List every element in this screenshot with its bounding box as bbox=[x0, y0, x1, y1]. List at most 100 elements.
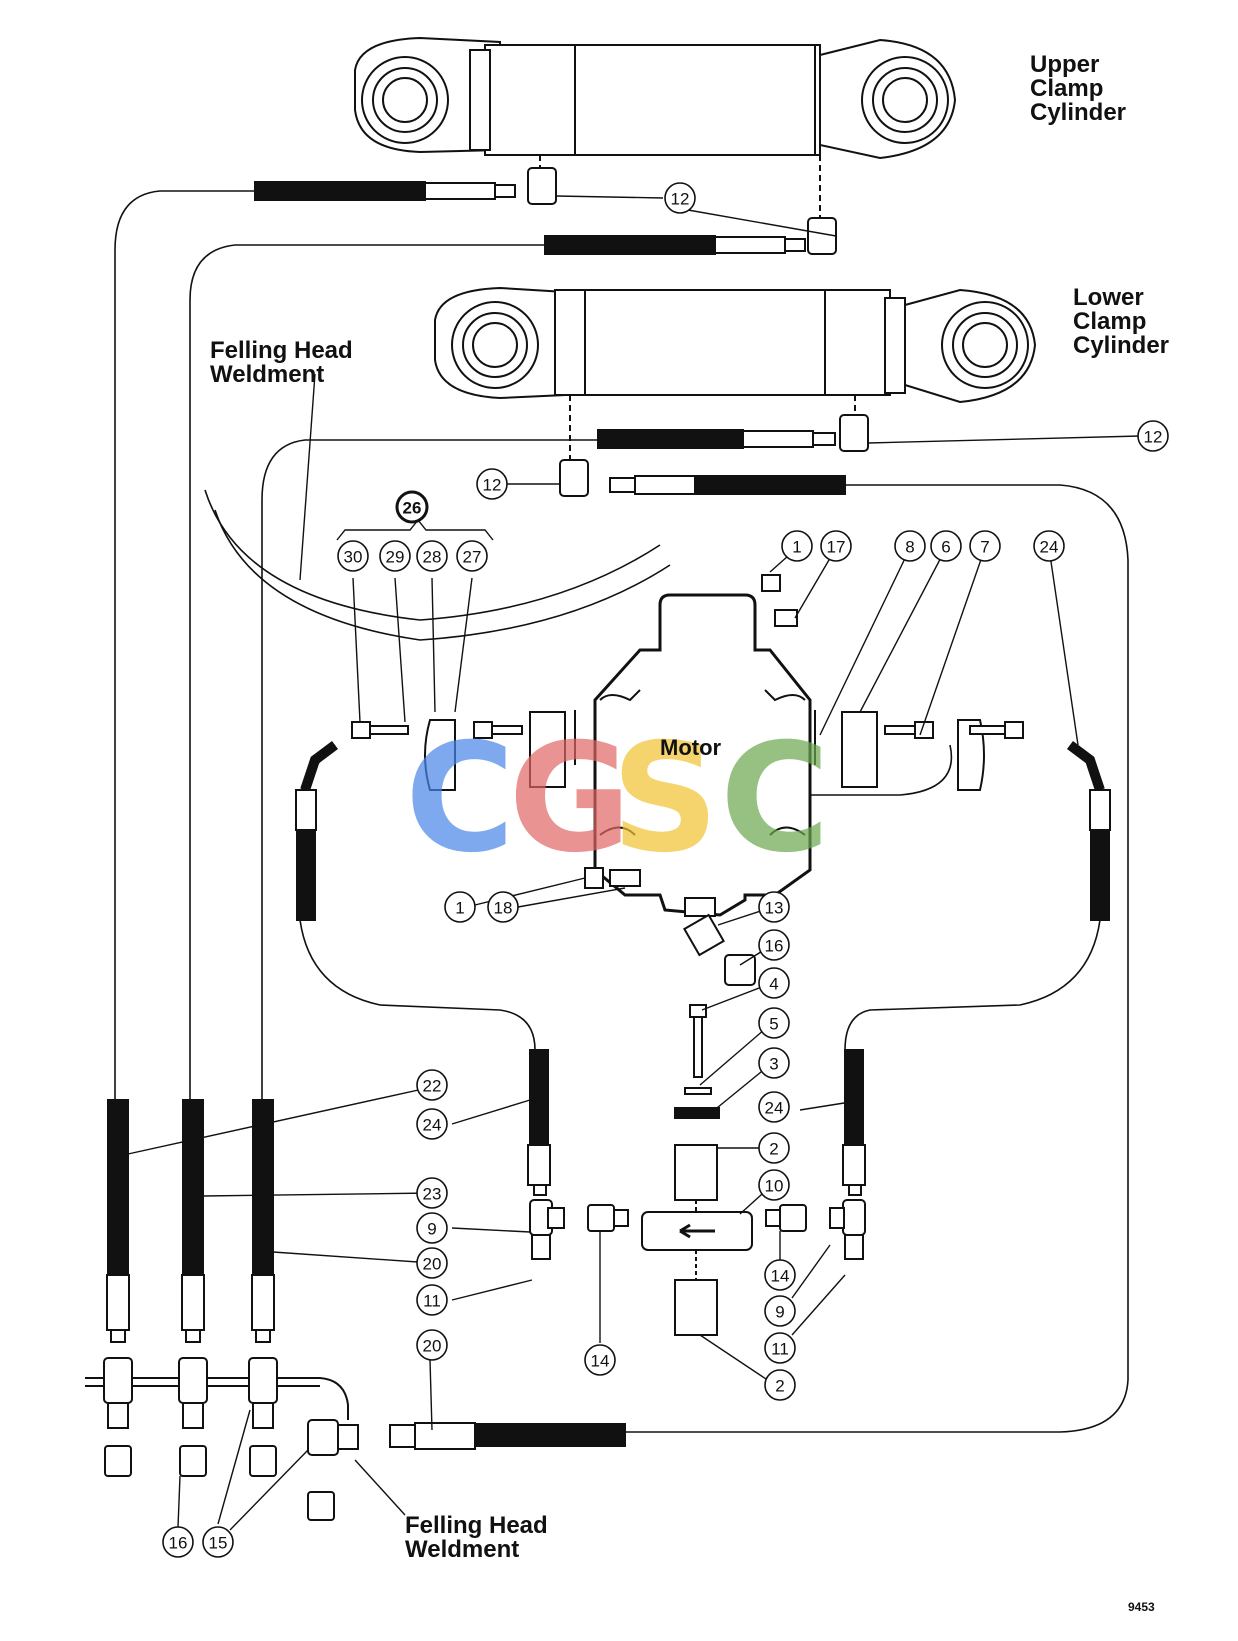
callout-circle bbox=[416, 1284, 448, 1316]
callout-circle bbox=[1033, 530, 1065, 562]
callout-number: 9 bbox=[775, 1303, 784, 1322]
callout-circle bbox=[584, 1344, 616, 1376]
callout-c3: 3 bbox=[758, 1047, 790, 1079]
upper-clamp-label: Upper Clamp Cylinder bbox=[1030, 51, 1126, 126]
upper-cylinder-fittings bbox=[254, 155, 837, 255]
callout-circle bbox=[764, 1369, 796, 1401]
callout-circle bbox=[930, 530, 962, 562]
callout-c11a: 11 bbox=[416, 1284, 448, 1316]
callout-number: 13 bbox=[765, 899, 784, 918]
felling-head-weldment-label-top: Felling Head Weldment bbox=[210, 337, 359, 388]
callout-c12a: 12 bbox=[664, 182, 696, 214]
callout-number: 12 bbox=[483, 476, 502, 495]
callout-c18: 18 bbox=[487, 891, 519, 923]
motor-flanges bbox=[351, 574, 1024, 791]
callout-number: 16 bbox=[765, 937, 784, 956]
callout-c22: 22 bbox=[416, 1069, 448, 1101]
callout-circle bbox=[202, 1526, 234, 1558]
watermark-letter-2: G bbox=[508, 712, 631, 886]
callout-circle bbox=[162, 1526, 194, 1558]
callout-circle bbox=[764, 1295, 796, 1327]
callout-number: 18 bbox=[494, 899, 513, 918]
callout-circle bbox=[758, 891, 790, 923]
callout-circle bbox=[416, 1069, 448, 1101]
callout-c12c: 12 bbox=[476, 468, 508, 500]
callout-c8: 8 bbox=[894, 530, 926, 562]
callout-c5: 5 bbox=[758, 1007, 790, 1039]
callout-number: 7 bbox=[980, 538, 989, 557]
callout-number: 22 bbox=[423, 1077, 442, 1096]
callout-number: 3 bbox=[769, 1055, 778, 1074]
callout-number: 4 bbox=[769, 975, 778, 994]
callout-circle bbox=[416, 1177, 448, 1209]
callout-c1b: 1 bbox=[444, 891, 476, 923]
lower-clamp-label: Lower Clamp Cylinder bbox=[1073, 284, 1169, 359]
callout-number: 11 bbox=[771, 1340, 789, 1359]
motor-body bbox=[593, 593, 812, 917]
callout-number: 15 bbox=[209, 1534, 228, 1553]
upper-clamp-cylinder bbox=[354, 36, 957, 160]
callout-number: 5 bbox=[769, 1015, 778, 1034]
callout-number: 16 bbox=[169, 1534, 188, 1553]
callout-c24a: 24 bbox=[1033, 530, 1065, 562]
callout-c9b: 9 bbox=[764, 1295, 796, 1327]
callout-number: 2 bbox=[769, 1140, 778, 1159]
watermark-logo: C G S C bbox=[405, 712, 830, 886]
watermark-letter-3: S bbox=[611, 712, 719, 886]
callout-circle bbox=[416, 1108, 448, 1140]
callout-c28: 28 bbox=[416, 540, 448, 572]
callout-number: 12 bbox=[671, 190, 690, 209]
callout-c2a: 2 bbox=[758, 1132, 790, 1164]
callout-circle bbox=[1137, 420, 1169, 452]
callout-number: 1 bbox=[455, 899, 464, 918]
callout-circle bbox=[781, 530, 813, 562]
figure-number: 9453 bbox=[1128, 1600, 1155, 1614]
callout-number: 24 bbox=[765, 1099, 784, 1118]
callout-number: 11 bbox=[423, 1292, 441, 1311]
callout-circle bbox=[758, 1047, 790, 1079]
callout-number: 6 bbox=[941, 538, 950, 557]
callout-number: 27 bbox=[463, 548, 482, 567]
leader-lines bbox=[127, 195, 1141, 1531]
callout-circle bbox=[487, 891, 519, 923]
callout-number: 14 bbox=[771, 1267, 790, 1286]
callout-c16b: 16 bbox=[162, 1526, 194, 1558]
callout-circle bbox=[758, 1091, 790, 1123]
motor-label: Motor bbox=[660, 735, 722, 760]
callout-c13: 13 bbox=[758, 891, 790, 923]
callout-number: 2 bbox=[775, 1377, 784, 1396]
callout-circle bbox=[416, 1247, 448, 1279]
callout-circle bbox=[456, 540, 488, 572]
callout-circle bbox=[758, 1007, 790, 1039]
callout-c26: 26 bbox=[395, 490, 429, 524]
callout-circle bbox=[664, 182, 696, 214]
callout-number: 17 bbox=[827, 538, 846, 557]
callout-c2b: 2 bbox=[764, 1369, 796, 1401]
callout-circle bbox=[416, 540, 448, 572]
callout-c27: 27 bbox=[456, 540, 488, 572]
callout-c10: 10 bbox=[758, 1169, 790, 1201]
callout-circle bbox=[444, 891, 476, 923]
lower-tee-assembly bbox=[527, 1049, 866, 1260]
callout-number: 24 bbox=[1040, 538, 1059, 557]
callout-c20a: 20 bbox=[416, 1247, 448, 1279]
callout-circle bbox=[379, 540, 411, 572]
callout-c24b: 24 bbox=[758, 1091, 790, 1123]
callout-circle bbox=[820, 530, 852, 562]
callout-c12b: 12 bbox=[1137, 420, 1169, 452]
callout-number: 1 bbox=[792, 538, 801, 557]
callout-c6: 6 bbox=[930, 530, 962, 562]
callout-circle bbox=[395, 490, 429, 524]
callout-circle bbox=[969, 530, 1001, 562]
left-hose-bank bbox=[85, 1099, 626, 1521]
watermark-letter-4: C bbox=[720, 712, 830, 886]
callout-c15: 15 bbox=[202, 1526, 234, 1558]
callout-number: 23 bbox=[423, 1185, 442, 1204]
callout-number: 20 bbox=[423, 1337, 442, 1356]
callout-c17: 17 bbox=[820, 530, 852, 562]
callout-circle bbox=[337, 540, 369, 572]
callout-number: 28 bbox=[423, 548, 442, 567]
callout-number: 24 bbox=[423, 1116, 442, 1135]
callout-number: 10 bbox=[765, 1177, 784, 1196]
